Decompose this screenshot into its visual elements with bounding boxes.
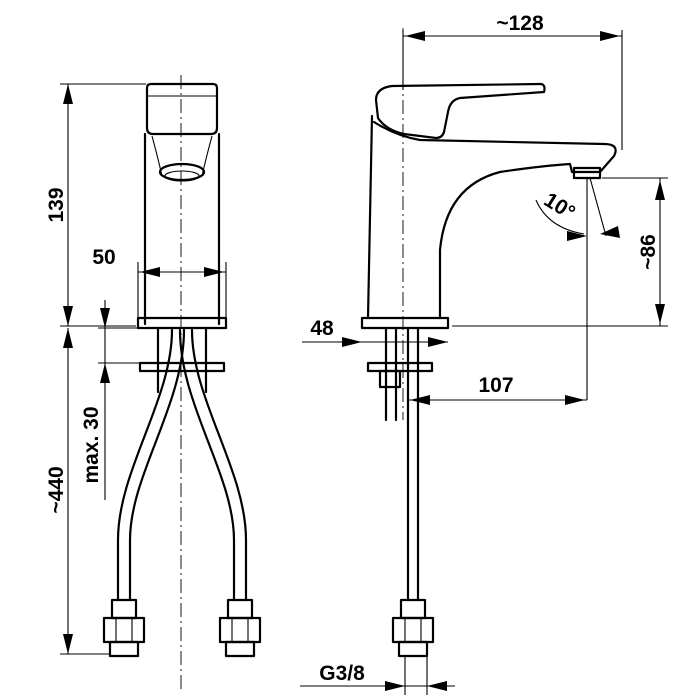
dim-side-base-diameter-label: 48 <box>310 317 334 340</box>
dim-front-height-label: 139 <box>45 187 68 222</box>
front-fitting-right <box>218 598 262 658</box>
dim-side-reach-label: ~128 <box>496 12 544 35</box>
dim-front-max-counter-label: max. 30 <box>80 406 103 483</box>
dim-front-height: 139 <box>45 83 146 327</box>
dim-front-max-counter: max. 30 <box>80 300 140 500</box>
side-view: ~128 ~86 10° 48 <box>300 12 668 695</box>
dim-front-hose-length: ~440 <box>45 328 110 655</box>
dim-side-thread-label: G3/8 <box>319 662 365 685</box>
dim-front-width: 50 <box>92 246 227 318</box>
dim-front-width-label: 50 <box>92 246 115 269</box>
front-handle-lever <box>145 82 219 136</box>
dim-side-thread: G3/8 <box>300 656 455 695</box>
front-aerator <box>158 162 206 182</box>
side-base-plate <box>360 316 450 330</box>
side-faucet-body <box>366 114 617 320</box>
front-body-inner <box>151 135 213 177</box>
side-mounting-washer <box>366 361 434 373</box>
dim-side-tail-offset-label: 107 <box>478 374 513 397</box>
front-fitting-left <box>102 598 146 658</box>
dim-side-tail-offset: 107 <box>408 374 587 405</box>
dim-side-outlet-height-label: ~86 <box>637 234 660 270</box>
front-hose-right <box>190 328 248 602</box>
dim-side-outlet-height: ~86 <box>452 177 668 327</box>
dim-side-base-diameter: 48 <box>302 317 448 347</box>
front-hose-left <box>116 328 174 602</box>
dim-side-spout-angle: 10° <box>535 177 620 400</box>
dim-side-spout-angle-label: 10° <box>540 188 579 224</box>
side-handle-lever <box>374 82 546 140</box>
front-hose-right-inner <box>178 328 236 602</box>
side-fitting <box>391 598 435 658</box>
front-view: 139 50 ~440 max. 30 <box>45 75 262 690</box>
dim-front-hose-length-label: ~440 <box>45 466 68 513</box>
side-mounting-nut <box>378 369 402 389</box>
front-aerator-inner <box>164 170 200 182</box>
front-mounting-washer <box>138 361 226 373</box>
front-faucet-body <box>143 132 221 326</box>
front-hose-left-inner <box>128 328 186 602</box>
dim-side-reach: ~128 <box>402 12 623 150</box>
front-base-plate <box>136 316 228 330</box>
